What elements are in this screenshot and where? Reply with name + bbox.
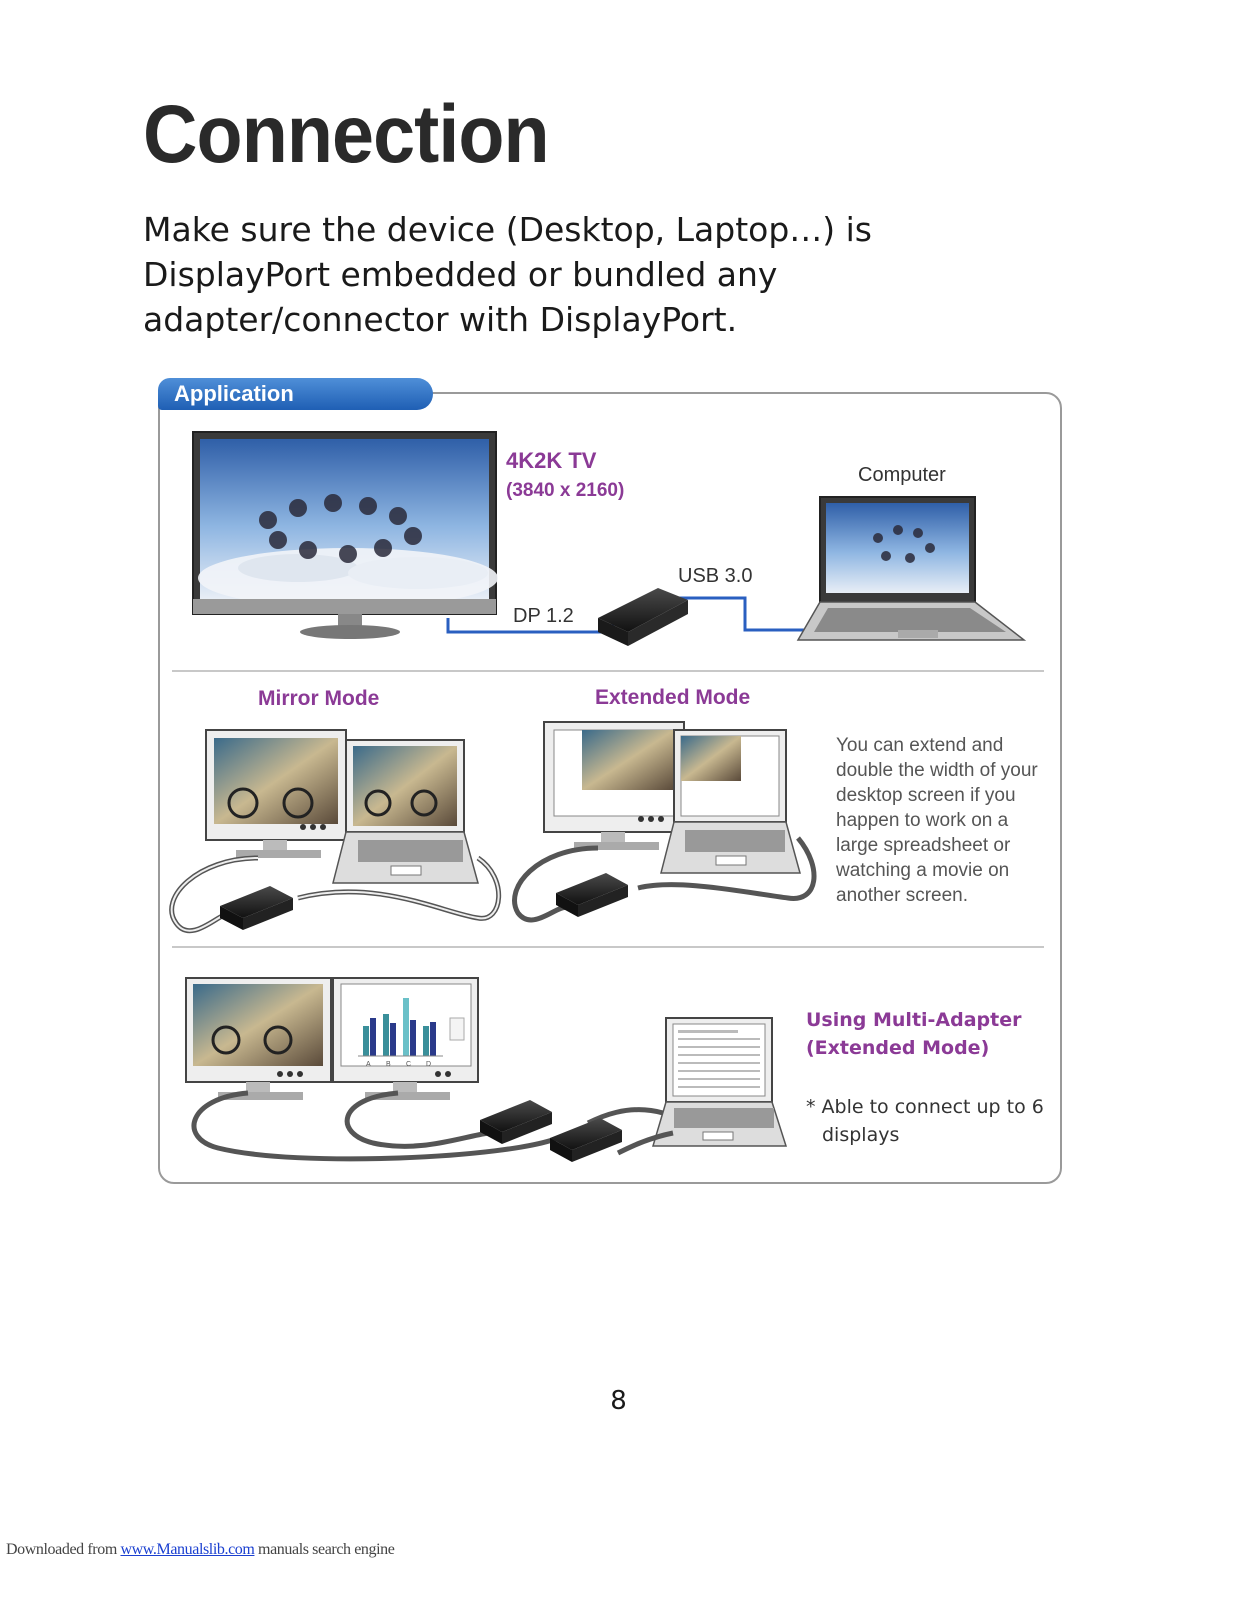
multi-adapter-note: * Able to connect up to 6 displays (806, 1096, 1044, 1146)
usb-cable (673, 596, 823, 632)
page-title: Connection (143, 89, 550, 180)
footer-prefix: Downloaded from (6, 1541, 117, 1558)
extended-mode-label: Extended Mode (595, 686, 751, 709)
manualslib-link[interactable]: www.Manualslib.com (120, 1541, 255, 1558)
spreadsheet-chart-icon (358, 998, 465, 1057)
multi-monitor-left-icon (185, 977, 332, 1100)
multi-monitor-right-icon (332, 977, 479, 1100)
mirror-adapter-icon (220, 886, 293, 930)
dp-label: DP 1.2 (513, 605, 574, 627)
connection-illustration (169, 431, 1027, 1162)
chart-axis-label-c: C (406, 1061, 412, 1068)
computer-label: Computer (858, 464, 946, 486)
intro-paragraph: Make sure the device (Desktop, Laptop…) … (143, 210, 872, 339)
chart-axis-label-d: D (426, 1061, 432, 1068)
extended-description: You can extend and double the width of y… (836, 735, 1038, 906)
multi-adapter-line1: Using Multi-Adapter (806, 1009, 1022, 1031)
section-divider-1 (172, 670, 1044, 672)
laptop-icon (796, 496, 1027, 641)
mirror-mode-label: Mirror Mode (258, 687, 380, 710)
chart-axis-label-a: A (366, 1061, 371, 1068)
application-figure: Application (158, 378, 1062, 1184)
multi-adapter-line2: (Extended Mode) (806, 1037, 990, 1059)
extended-adapter-icon (556, 873, 628, 917)
tv-monitor-icon (192, 431, 498, 639)
section-divider-2 (172, 946, 1044, 948)
usb-label: USB 3.0 (678, 565, 753, 587)
mirror-monitor-icon (205, 729, 347, 858)
application-tab: Application (158, 378, 433, 410)
multi-adapter-title: Using Multi-Adapter (Extended Mode) (806, 1006, 1022, 1062)
adapter-box-icon (598, 588, 688, 646)
tv-label: 4K2K TV (506, 448, 597, 473)
page-number: 8 (610, 1386, 627, 1416)
tv-resolution: (3840 x 2160) (506, 480, 625, 501)
mirror-laptop-icon (332, 739, 479, 884)
footer-suffix: manuals search engine (254, 1541, 395, 1558)
extended-monitor-icon (543, 721, 685, 850)
multi-adapter-box-1-icon (480, 1100, 552, 1144)
chart-axis-label-b: B (386, 1061, 391, 1068)
multi-adapter-box-2-icon (550, 1118, 622, 1162)
footer: Downloaded from www.Manualslib.com manua… (6, 1541, 395, 1559)
multi-laptop-icon (651, 1017, 788, 1147)
extended-laptop-icon (660, 729, 801, 874)
